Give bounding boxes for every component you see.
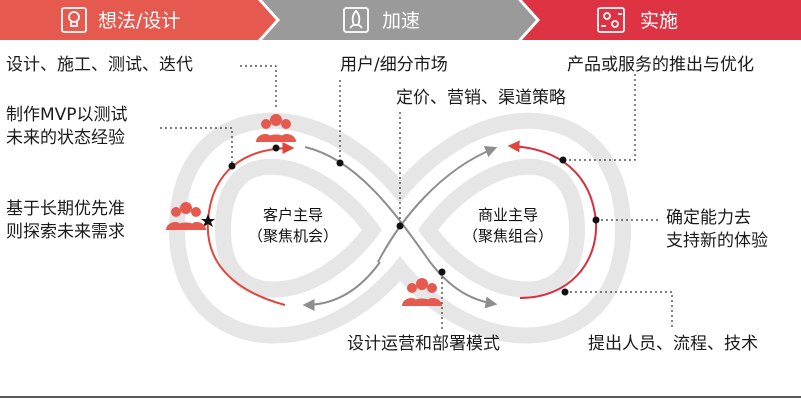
label-ops-model: 设计运营和部署模式 [347,334,500,354]
label-launch: 产品或服务的推出与优化 [567,55,754,75]
lower-gray-path [302,261,381,311]
label-mvp-2: 未来的状态经验 [6,128,125,148]
infinity-loop [168,112,632,344]
middle-gray-path [304,146,498,309]
label-segments: 用户/细分市场 [340,55,448,75]
right-center-label: 商业主导 （聚焦组合） [453,205,563,247]
rocket-icon [343,7,369,33]
left-center-sub: （聚焦机会） [247,227,338,245]
label-longterm-2: 则探索未来需求 [6,222,125,242]
right-center-sub: （聚焦组合） [462,227,553,245]
left-center-label: 客户主导 （聚焦机会） [238,205,348,247]
loop-markers [201,144,600,296]
leader-lines [160,65,673,330]
label-pricing: 定价、营销、渠道策略 [396,88,566,108]
phase2-chevron [262,0,536,40]
phase1-chevron [0,0,276,40]
label-capability-1: 确定能力去 [666,208,751,228]
header-bar: 想法/设计 加速 实施 [0,0,801,40]
label-mvp-1: 制作MVP以测试 [6,105,128,125]
people-icon [402,278,442,306]
idea-icon [61,7,87,33]
label-design-iterate: 设计、施工、测试、迭代 [6,55,193,75]
label-people: 提出人员、流程、技术 [588,334,758,354]
phase1-title: 想法/设计 [98,10,180,32]
people-icon [166,202,206,230]
label-capability-2: 支持新的体验 [666,231,768,251]
upper-gray-path [377,146,498,263]
people-icon [256,114,296,142]
right-center-title: 商业主导 [477,206,538,224]
phase3-title: 实施 [640,10,678,32]
left-center-title: 客户主导 [262,206,323,224]
phase3-chevron [522,0,801,40]
gears-icon [597,7,625,33]
phase2-title: 加速 [382,10,420,32]
label-longterm-1: 基于长期优先准 [6,199,125,219]
